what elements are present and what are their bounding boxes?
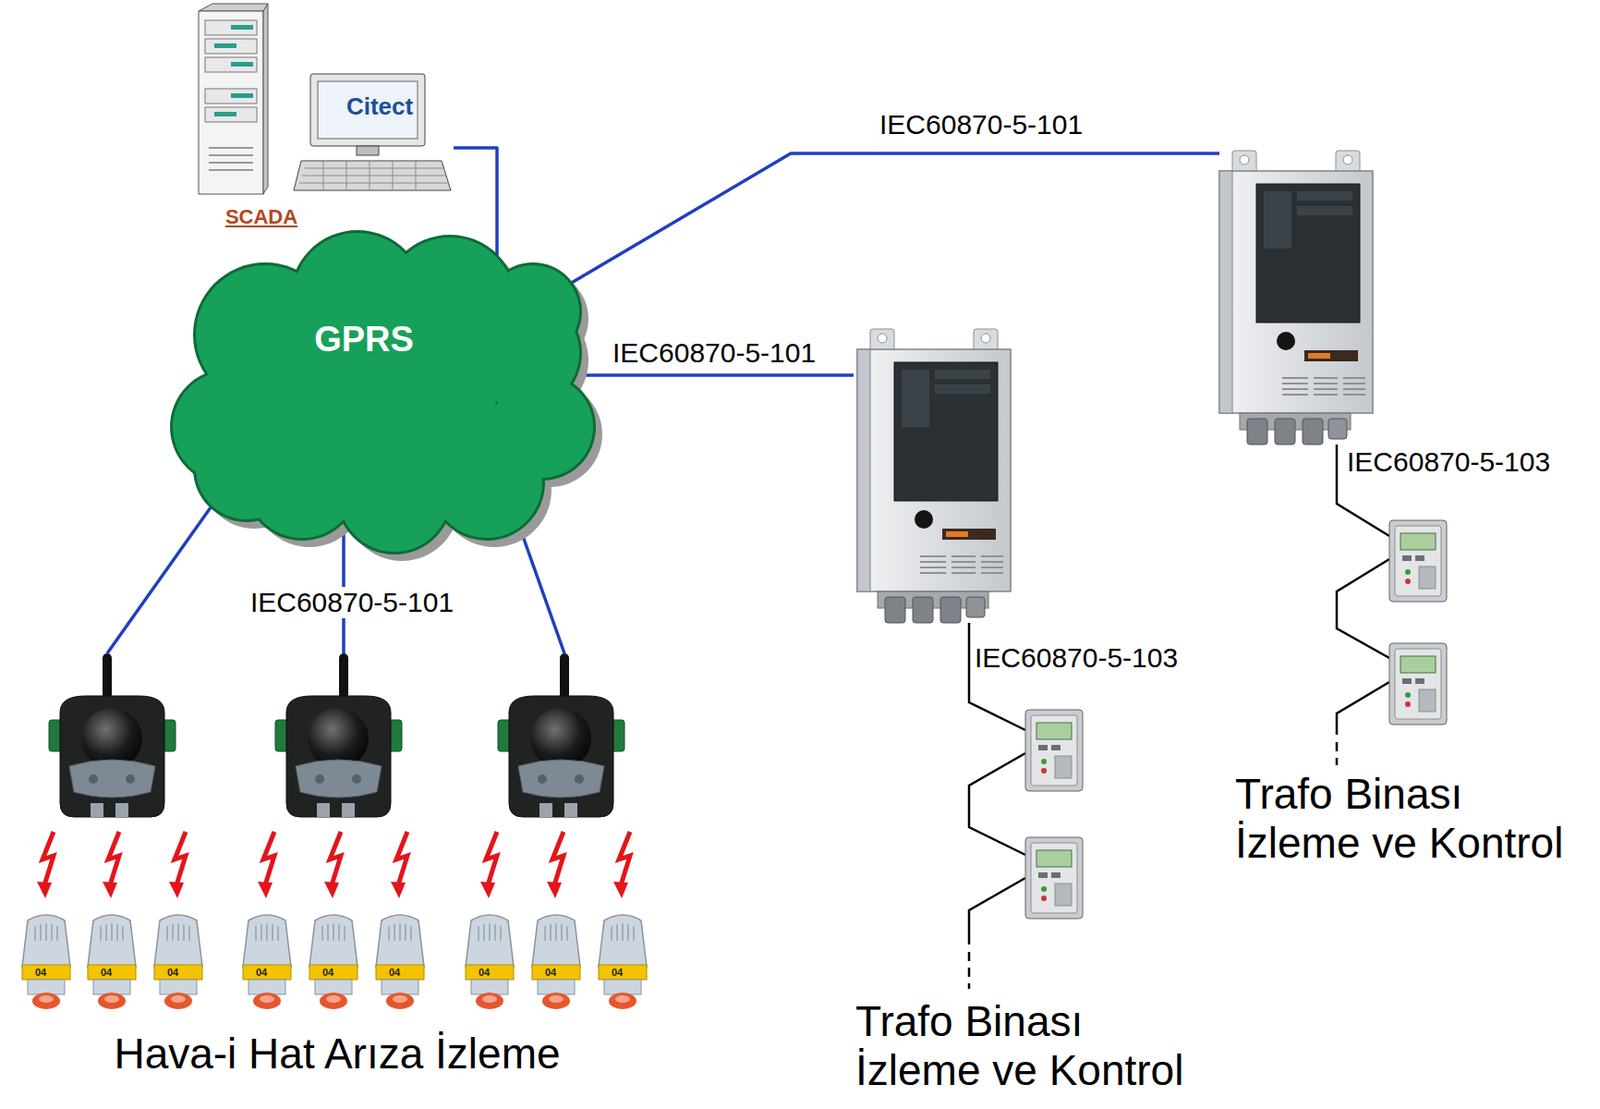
fault-sensor [598, 914, 647, 1009]
cloud-outline [169, 230, 596, 555]
software-logo: Citect [346, 93, 413, 122]
bus-wire-continuation [1335, 741, 1339, 765]
network-link [554, 373, 854, 377]
sensor-number: 04 [478, 966, 490, 979]
station-heading: SCADA [225, 205, 298, 229]
sensor-number: 04 [167, 966, 179, 979]
sensor-number: 04 [611, 966, 623, 979]
cloud-lobe [274, 288, 497, 510]
protocol-label: IEC60870-5-101 [879, 109, 1083, 142]
radio-signal [36, 831, 54, 898]
radio-signal [324, 831, 341, 898]
radio-signal [257, 831, 275, 898]
overhead-line-group: Hava-i Hat Arıza İzleme [13, 653, 652, 1097]
cloud-shape [163, 232, 617, 570]
substation-group: Trafo Binası İzleme ve Kontrol [1219, 138, 1586, 878]
protection-relay [1389, 642, 1447, 725]
scada-station: SCADA [193, 1, 454, 239]
radio-signal [390, 831, 408, 898]
protocol-label: IEC60870-5-101 [247, 586, 457, 619]
sensor-number: 04 [255, 966, 267, 979]
group-caption: Trafo Binası İzleme ve Kontrol [855, 996, 1202, 1095]
fault-sensor [532, 914, 581, 1009]
protection-relay [1025, 709, 1083, 791]
protection-relay [1025, 836, 1083, 919]
bus-wire [1336, 444, 1390, 735]
radio-signal [480, 831, 497, 898]
network-link [107, 494, 220, 654]
fault-sensor [87, 914, 136, 1009]
protection-relay [1389, 520, 1447, 602]
workstation [293, 73, 451, 191]
protocol-label: IEC60870-5-103 [974, 642, 1178, 675]
server-tower [198, 3, 268, 194]
rtu-cabinet [1219, 150, 1373, 445]
fault-sensor [154, 914, 203, 1009]
antenna [559, 653, 570, 702]
network-link [554, 153, 1220, 293]
group-caption: Hava-i Hat Arıza İzleme [113, 1029, 560, 1079]
protocol-label: IEC60870-5-103 [1346, 446, 1551, 479]
fault-sensor [22, 914, 71, 1009]
network-name: GPRS [314, 319, 414, 361]
fault-indicator-receiver [497, 695, 625, 817]
cloud-fill [172, 232, 594, 552]
protocol-label: IEC60870-5-101 [612, 337, 816, 370]
radio-signal [102, 831, 120, 898]
fault-sensor [242, 914, 291, 1009]
gprs-cloud: GPRS [207, 267, 555, 495]
fault-sensor [375, 914, 425, 1009]
bus-wire-continuation [968, 951, 971, 989]
group-caption: Trafo Binası İzleme ve Kontrol [1235, 769, 1582, 868]
radio-signal [613, 831, 631, 898]
substation-group: Trafo Binası İzleme ve Kontrol [853, 314, 1219, 1104]
radio-signal [546, 831, 564, 898]
sensor-number: 04 [35, 966, 47, 979]
sensor-number: 04 [388, 966, 400, 979]
antenna [102, 653, 112, 702]
fault-indicator-receiver [48, 695, 176, 817]
fault-indicator-receiver [275, 695, 402, 817]
cloud-lobe [172, 371, 284, 483]
fault-sensor [309, 914, 358, 1009]
sensor-number: 04 [100, 966, 112, 979]
fault-sensor [465, 914, 514, 1009]
sensor-number: 04 [545, 966, 557, 979]
sensor-number: 04 [322, 966, 334, 979]
radio-signal [169, 831, 186, 898]
rtu-cabinet [857, 328, 1011, 623]
antenna [339, 653, 349, 702]
